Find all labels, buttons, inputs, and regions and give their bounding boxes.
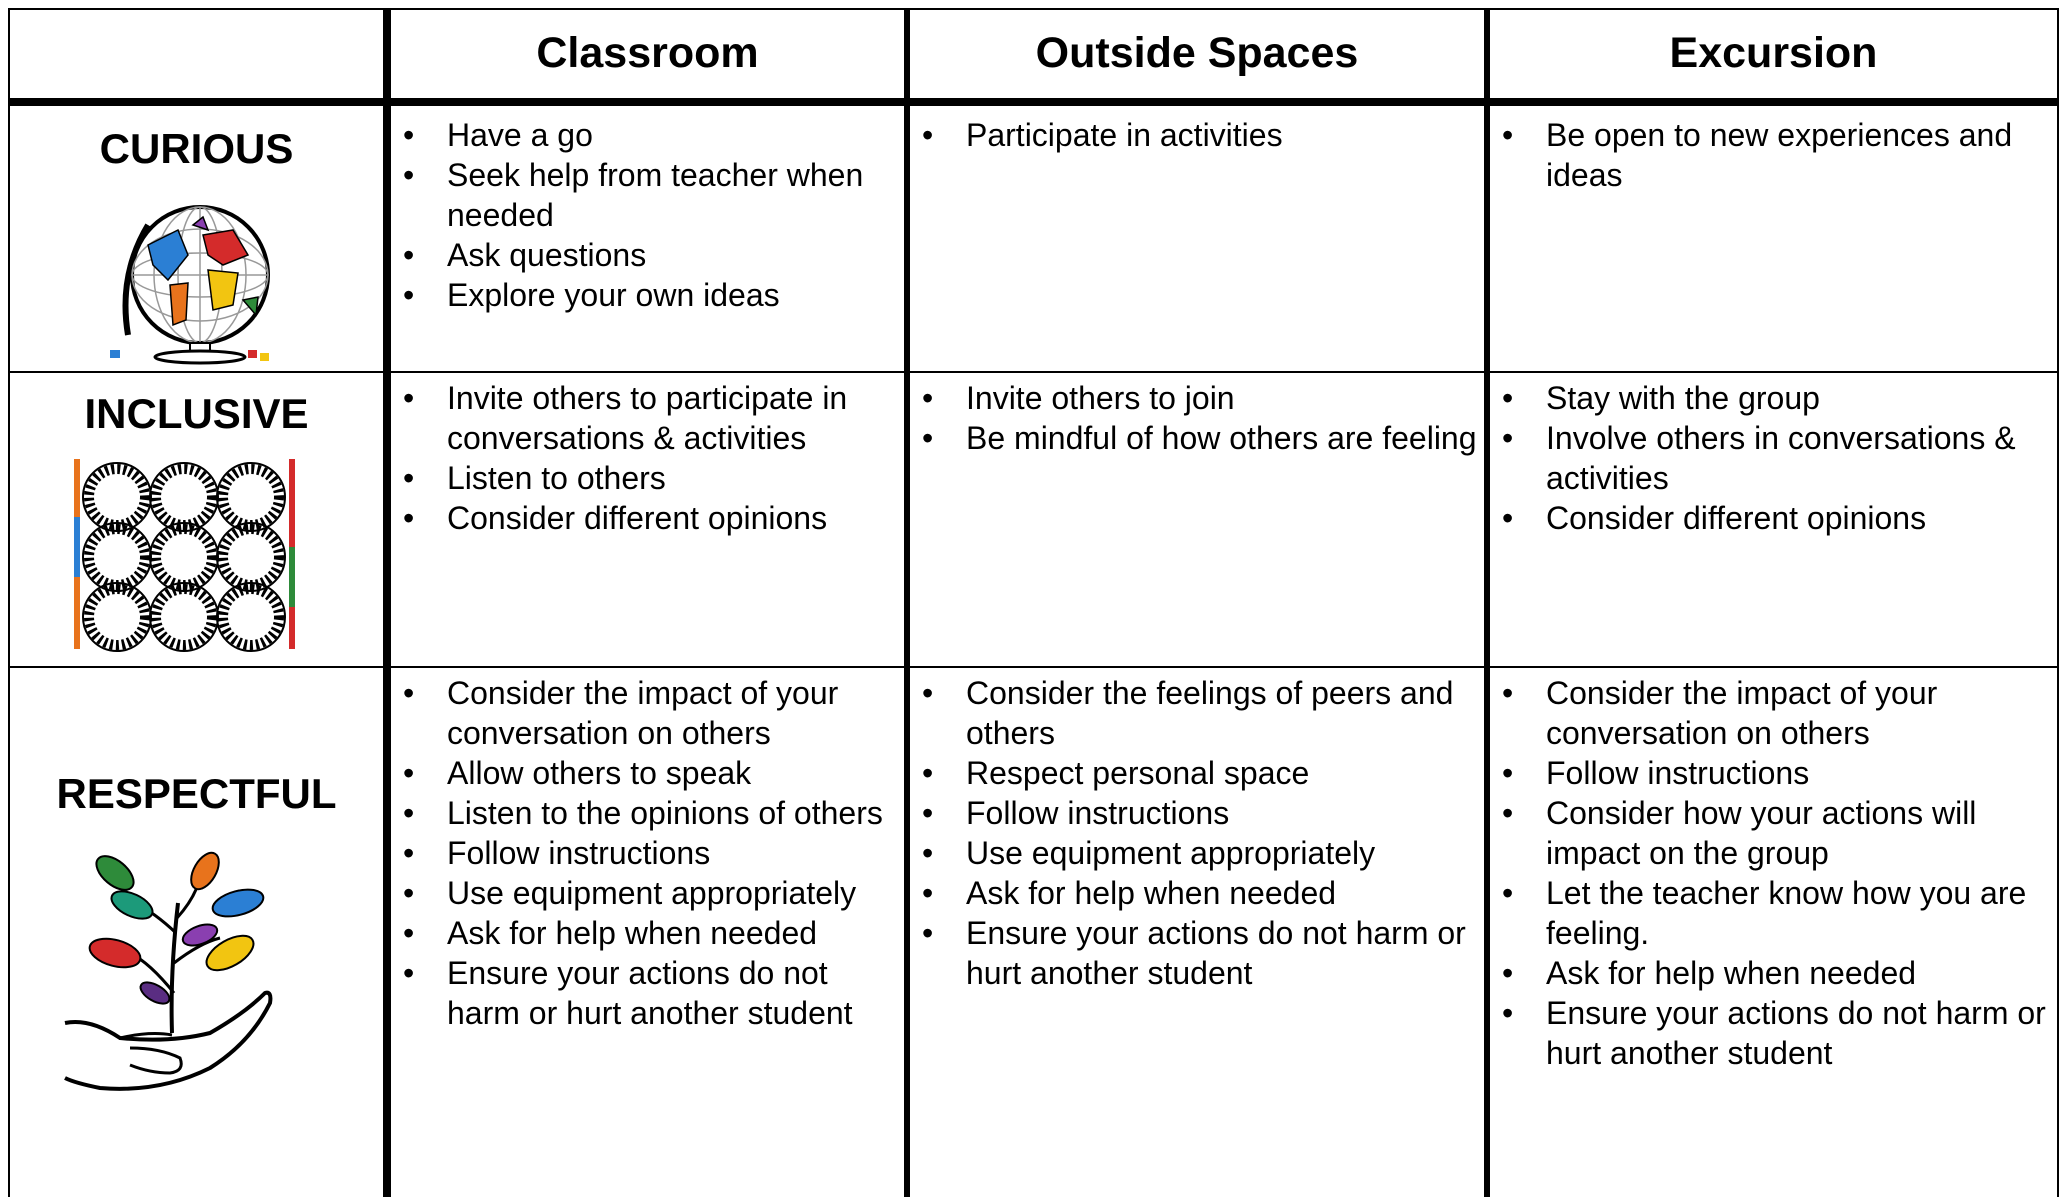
cell-inclusive-excursion: Stay with the groupInvolve others in con… — [1494, 378, 2054, 538]
row-label-respectful: RESPECTFUL — [56, 770, 337, 817]
list-item: Ensure your actions do not harm or hurt … — [914, 913, 1480, 993]
list-item: Consider the feelings of peers and other… — [914, 673, 1480, 753]
list-item: Ask for help when needed — [395, 913, 900, 953]
cell-curious-outside-spaces: Participate in activities — [914, 115, 1480, 155]
list-item: Have a go — [395, 115, 900, 155]
list-item: Let the teacher know how you are feeling… — [1494, 873, 2054, 953]
list-item: Use equipment appropriately — [914, 833, 1480, 873]
list-item: Consider how your actions will impact on… — [1494, 793, 2054, 873]
column-header-excursion: Excursion — [1669, 28, 1878, 77]
list-item: Invite others to join — [914, 378, 1480, 418]
hand-plant-icon — [64, 851, 273, 1091]
cell-curious-classroom: Have a goSeek help from teacher when nee… — [395, 115, 900, 315]
list-item: Stay with the group — [1494, 378, 2054, 418]
list-item: Consider different opinions — [1494, 498, 2054, 538]
globe-icon — [110, 205, 270, 365]
list-item: Follow instructions — [914, 793, 1480, 833]
list-item: Listen to the opinions of others — [395, 793, 900, 833]
cell-inclusive-outside-spaces: Invite others to joinBe mindful of how o… — [914, 378, 1480, 458]
list-item: Ask for help when needed — [1494, 953, 2054, 993]
list-item: Use equipment appropriately — [395, 873, 900, 913]
cell-respectful-classroom: Consider the impact of your conversation… — [395, 673, 900, 1033]
cell-respectful-excursion: Consider the impact of your conversation… — [1494, 673, 2054, 1073]
list-item: Listen to others — [395, 458, 900, 498]
row-label-inclusive: INCLUSIVE — [84, 390, 309, 437]
list-item: Invite others to participate in conversa… — [395, 378, 900, 458]
list-item: Ensure your actions do not harm or hurt … — [1494, 993, 2054, 1073]
list-item: Ensure your actions do not harm or hurt … — [395, 953, 900, 1033]
linked-rings-icon — [74, 459, 295, 652]
row-label-curious: CURIOUS — [99, 125, 294, 172]
list-item: Allow others to speak — [395, 753, 900, 793]
list-item: Explore your own ideas — [395, 275, 900, 315]
list-item: Follow instructions — [395, 833, 900, 873]
list-item: Follow instructions — [1494, 753, 2054, 793]
list-item: Participate in activities — [914, 115, 1480, 155]
list-item: Seek help from teacher when needed — [395, 155, 900, 235]
list-item: Ask for help when needed — [914, 873, 1480, 913]
column-header-classroom: Classroom — [536, 28, 759, 77]
list-item: Ask questions — [395, 235, 900, 275]
cell-curious-excursion: Be open to new experiences and ideas — [1494, 115, 2054, 195]
list-item: Respect personal space — [914, 753, 1480, 793]
cell-inclusive-classroom: Invite others to participate in conversa… — [395, 378, 900, 538]
cell-respectful-outside-spaces: Consider the feelings of peers and other… — [914, 673, 1480, 993]
list-item: Involve others in conversations & activi… — [1494, 418, 2054, 498]
list-item: Consider different opinions — [395, 498, 900, 538]
column-header-outside-spaces: Outside Spaces — [1035, 28, 1359, 77]
list-item: Be open to new experiences and ideas — [1494, 115, 2054, 195]
list-item: Consider the impact of your conversation… — [395, 673, 900, 753]
list-item: Be mindful of how others are feeling — [914, 418, 1480, 458]
list-item: Consider the impact of your conversation… — [1494, 673, 2054, 753]
